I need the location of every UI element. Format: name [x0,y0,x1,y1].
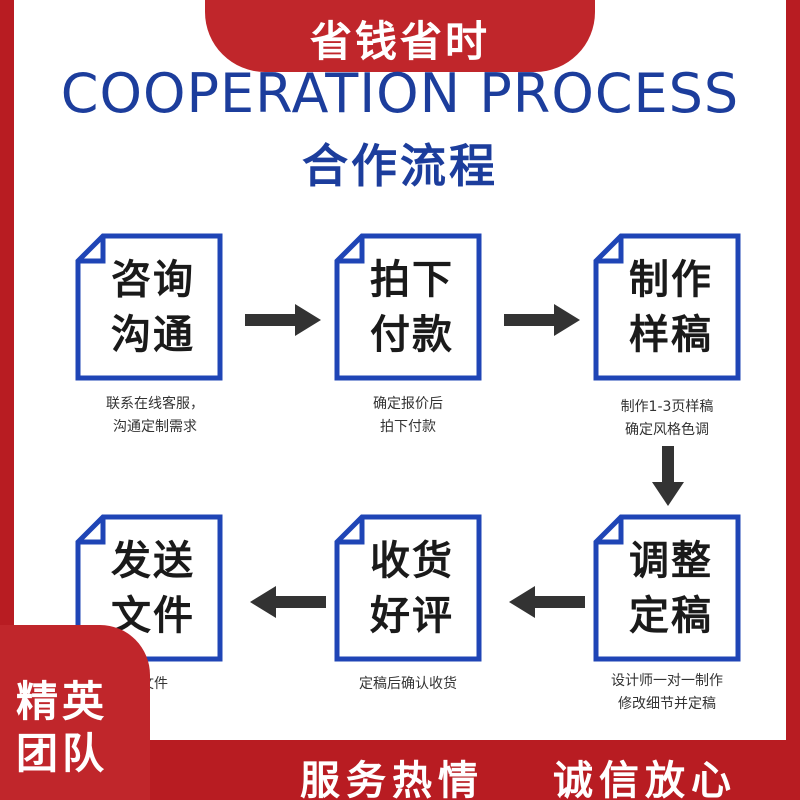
step-frame-icon [334,233,482,381]
title-chinese: 合作流程 [302,139,498,193]
caption-line2: 修改细节并定稿 [618,696,716,712]
step-label: 调整 定稿 [611,534,731,644]
top-tab: 省钱省时 [205,0,595,72]
team-badge-text: 精英 团队 [16,676,141,780]
step-label: 收货 好评 [352,534,472,644]
step-box-send: 发送 文件 [75,514,223,662]
arrow-right-icon [504,304,580,336]
caption-line2: 沟通定制需求 [113,419,197,435]
step-label-line1: 收货 [370,538,454,584]
step-label-line2: 定稿 [629,593,713,639]
step-caption: 制作1-3页样稿 确定风格色调 [577,396,757,442]
arrow-left-icon [509,586,585,618]
step-box-payment: 拍下 付款 [334,233,482,381]
caption-line1: 确定报价后 [373,396,443,412]
step-caption: 定稿后确认收货 [318,673,498,696]
slogan-service: 服务热情 [300,758,484,800]
title-english: COOPERATION PROCESS [60,62,740,125]
step-frame-icon [75,233,223,381]
step-label-line1: 咨询 [111,257,195,303]
step-box-sample: 制作 样稿 [593,233,741,381]
step-label-line2: 好评 [370,593,454,639]
top-tab-label: 省钱省时 [309,17,490,66]
step-label-line1: 拍下 [370,257,454,303]
step-frame-icon [593,233,741,381]
step-caption: 联系在线客服， 沟通定制需求 [65,393,245,439]
arrow-right-icon [245,304,321,336]
step-label: 咨询 沟通 [93,253,213,363]
step-label-line1: 发送 [111,538,195,584]
slogan-trust: 诚信放心 [553,758,737,800]
step-frame-icon [75,514,223,662]
step-caption: 确定报价后 拍下付款 [318,393,498,439]
step-box-consult: 咨询 沟通 [75,233,223,381]
step-frame-icon [334,514,482,662]
arrow-left-icon [250,586,326,618]
caption-line1: 制作1-3页样稿 [620,399,714,415]
step-label-line2: 付款 [370,312,454,358]
team-badge-line2: 团队 [16,729,109,778]
step-label-line1: 调整 [629,538,713,584]
step-box-finalize: 调整 定稿 [593,514,741,662]
caption-line2: 拍下付款 [380,419,436,435]
step-label: 制作 样稿 [611,253,731,363]
step-label: 拍下 付款 [352,253,472,363]
step-label-line2: 样稿 [629,312,713,358]
team-badge-line1: 精英 [16,677,109,726]
team-badge [0,625,150,800]
step-label-line2: 沟通 [111,312,195,358]
caption-line1: 联系在线客服， [106,396,204,412]
step-box-receive: 收货 好评 [334,514,482,662]
step-frame-icon [593,514,741,662]
step-label-line1: 制作 [629,257,713,303]
caption-line1: 设计师一对一制作 [611,673,723,689]
step-caption: 设计师一对一制作 修改细节并定稿 [577,670,757,716]
caption-line1: 定稿后确认收货 [359,676,457,692]
caption-line2: 确定风格色调 [625,422,709,438]
arrow-down-icon [652,446,684,506]
